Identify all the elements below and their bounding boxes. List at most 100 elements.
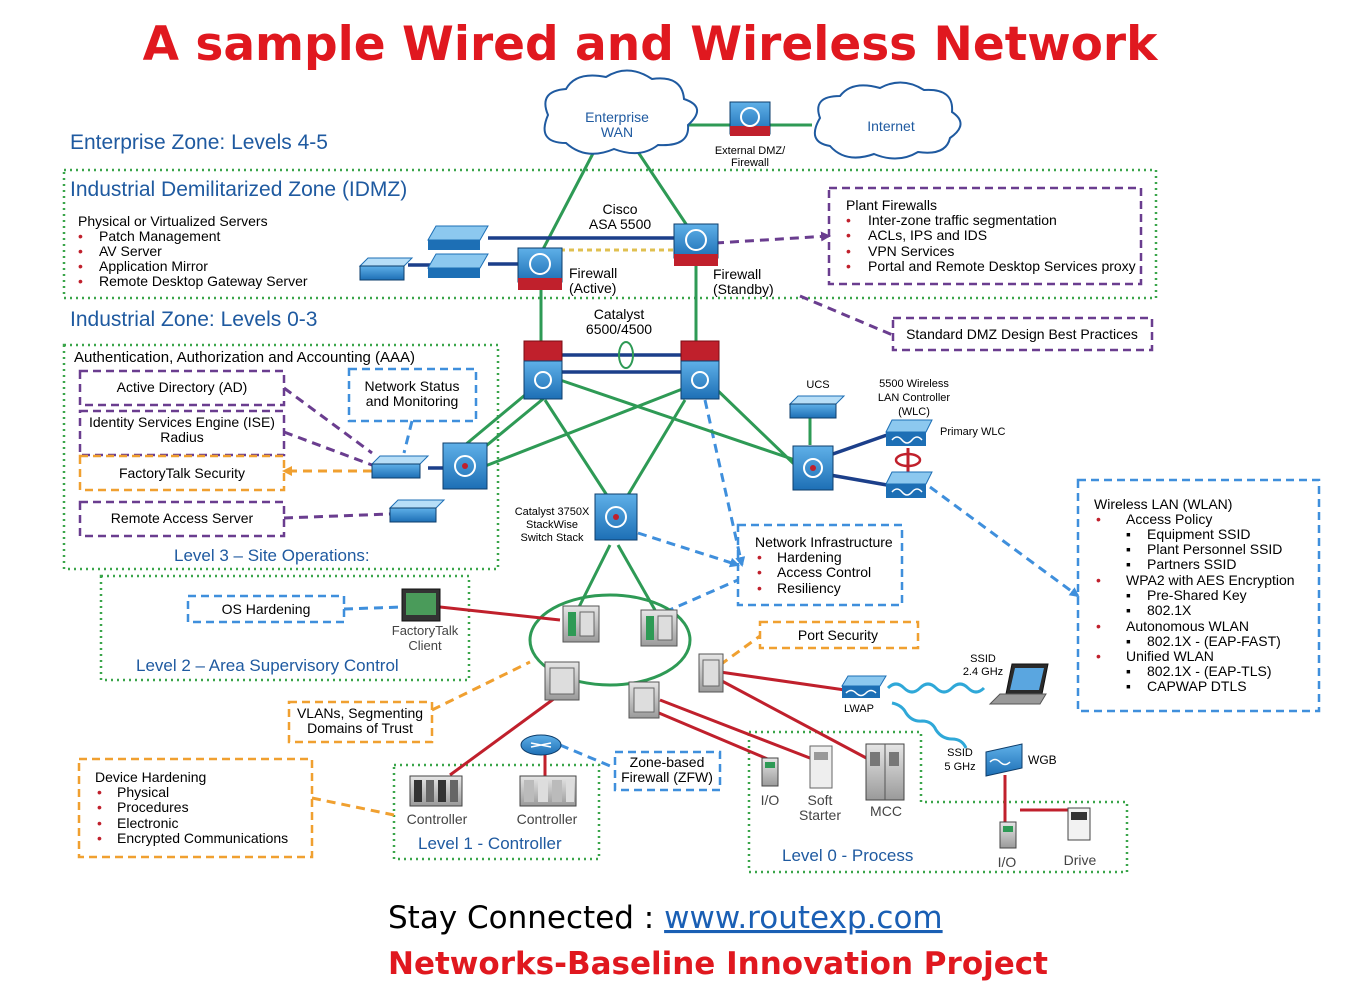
zbfw-label-2: Firewall (ZFW)	[621, 769, 713, 785]
industrial-zone-label: Industrial Zone: Levels 0-3	[70, 308, 317, 331]
svg-text:•: •	[78, 243, 83, 259]
c3750-label-2: StackWise	[526, 519, 578, 531]
c3750-label-3: Switch Stack	[521, 532, 584, 544]
svg-text:•: •	[97, 815, 102, 831]
ssid5-label-1: SSID	[947, 747, 973, 759]
firewall-active	[517, 247, 563, 290]
level1-zone-box	[392, 763, 601, 861]
svg-text:•: •	[97, 830, 102, 846]
soft-starter	[809, 745, 833, 789]
wan-label-1: Enterprise	[585, 109, 649, 125]
nsm-connector	[402, 420, 414, 454]
soft-starter-label-1: Soft	[808, 792, 833, 808]
drive	[1067, 807, 1091, 841]
os-hardening-connector	[343, 605, 403, 611]
svg-text:•: •	[78, 258, 83, 274]
aaa-heading: Authentication, Authorization and Accoun…	[74, 349, 415, 366]
svg-text:•: •	[846, 212, 851, 228]
port-security-label: Port Security	[798, 627, 878, 643]
wireless-wave-24	[886, 682, 986, 694]
svg-text:▪: ▪	[1126, 678, 1131, 694]
os-hardening-label: OS Hardening	[222, 601, 311, 617]
svg-text:•: •	[1096, 618, 1101, 634]
svg-text:•: •	[1096, 511, 1101, 527]
catalyst-6500-right	[680, 340, 720, 400]
device-hardening-box	[77, 757, 314, 859]
asa-label-1: Cisco	[602, 201, 637, 217]
primary-wlc-label: Primary WLC	[940, 426, 1005, 438]
zbfw-connector	[559, 743, 616, 770]
controller-1-label: Controller	[407, 811, 468, 827]
secondary-wlc	[885, 471, 933, 498]
factorytalk-client	[401, 588, 441, 622]
zone-boxes	[62, 168, 1158, 874]
vlans-label-2: Domains of Trust	[307, 720, 413, 736]
ucs-label: UCS	[806, 379, 829, 391]
infra-connector-3	[664, 578, 739, 614]
svg-text:•: •	[757, 549, 762, 565]
svg-text:•: •	[757, 564, 762, 580]
svg-text:•: •	[78, 228, 83, 244]
svg-text:▪: ▪	[1126, 556, 1131, 572]
ft-client-label-1: FactoryTalk	[392, 623, 459, 638]
level0-label: Level 0 - Process	[782, 846, 913, 865]
list-item: Inter-zone traffic segmentation	[868, 212, 1057, 228]
io-module-1	[761, 757, 779, 787]
list-item: Physical	[117, 784, 169, 800]
ssid24-label-2: 2.4 GHz	[963, 666, 1003, 678]
ise-connector	[283, 430, 373, 467]
wgb	[985, 743, 1023, 777]
svg-text:•: •	[846, 258, 851, 274]
list-item: Hardening	[777, 549, 842, 565]
firewall-standby	[673, 223, 719, 266]
controller-2-label: Controller	[517, 811, 578, 827]
stay-connected-prefix: Stay Connected :	[388, 900, 664, 936]
fw-standby-label-2: (Standby)	[713, 281, 774, 297]
wlc-label-3: (WLC)	[898, 406, 930, 418]
etherchannel-mark	[618, 341, 634, 369]
svg-text:▪: ▪	[1126, 541, 1131, 557]
navy-links	[408, 236, 888, 487]
wlc-label-2: LAN Controller	[878, 392, 950, 404]
nsm-label-2: and Monitoring	[366, 393, 459, 409]
level3-router-switch	[442, 442, 488, 490]
list-item: Application Mirror	[99, 258, 208, 274]
servers-list: •Patch Management •AV Server •Applicatio…	[78, 228, 308, 289]
idmz-server	[358, 257, 414, 281]
ras-connector	[283, 512, 391, 520]
ras-box	[78, 500, 286, 538]
ft-security-label: FactoryTalk Security	[119, 465, 245, 481]
primary-wlc	[885, 419, 933, 446]
core-switch-right	[792, 445, 834, 491]
dmz-practices-connector	[799, 294, 896, 338]
vlans-connector	[431, 660, 531, 712]
green-links	[464, 123, 812, 687]
svg-text:•: •	[97, 784, 102, 800]
ext-fw-label-1: External DMZ/	[715, 145, 786, 157]
vlans-box	[287, 700, 434, 744]
list-item: Equipment SSID	[1147, 526, 1251, 542]
list-item: 802.1X - (EAP-FAST)	[1147, 633, 1281, 649]
ssid5-label-2: 5 GHz	[944, 761, 975, 773]
catalyst-3750x	[594, 493, 638, 541]
level0-zone-box	[747, 730, 1129, 874]
website-link[interactable]: www.routexp.com	[664, 900, 943, 936]
plant-fw-heading: Plant Firewalls	[846, 197, 937, 213]
list-item: Patch Management	[99, 228, 221, 244]
wlan-box	[1076, 478, 1321, 713]
list-item: Autonomous WLAN	[1126, 618, 1249, 634]
idmz-switch-upper	[427, 225, 489, 250]
ise-label-2: Radius	[160, 429, 204, 445]
fw-standby-label-1: Firewall	[713, 266, 761, 282]
idmz-zone-box	[62, 168, 1158, 300]
idmz-switch-lower	[427, 253, 489, 278]
internet-cloud: Internet	[813, 81, 962, 160]
wlc-label-1: 5500 Wireless	[879, 378, 949, 390]
list-item: ACLs, IPS and IDS	[868, 227, 987, 243]
zbfw-label-1: Zone-based	[630, 754, 705, 770]
ssid24-label-1: SSID	[970, 653, 996, 665]
list-item: Access Control	[777, 564, 871, 580]
dmz-practices-box	[891, 316, 1154, 352]
net-infra-heading: Network Infrastructure	[755, 534, 893, 550]
ad-connector	[283, 386, 373, 455]
